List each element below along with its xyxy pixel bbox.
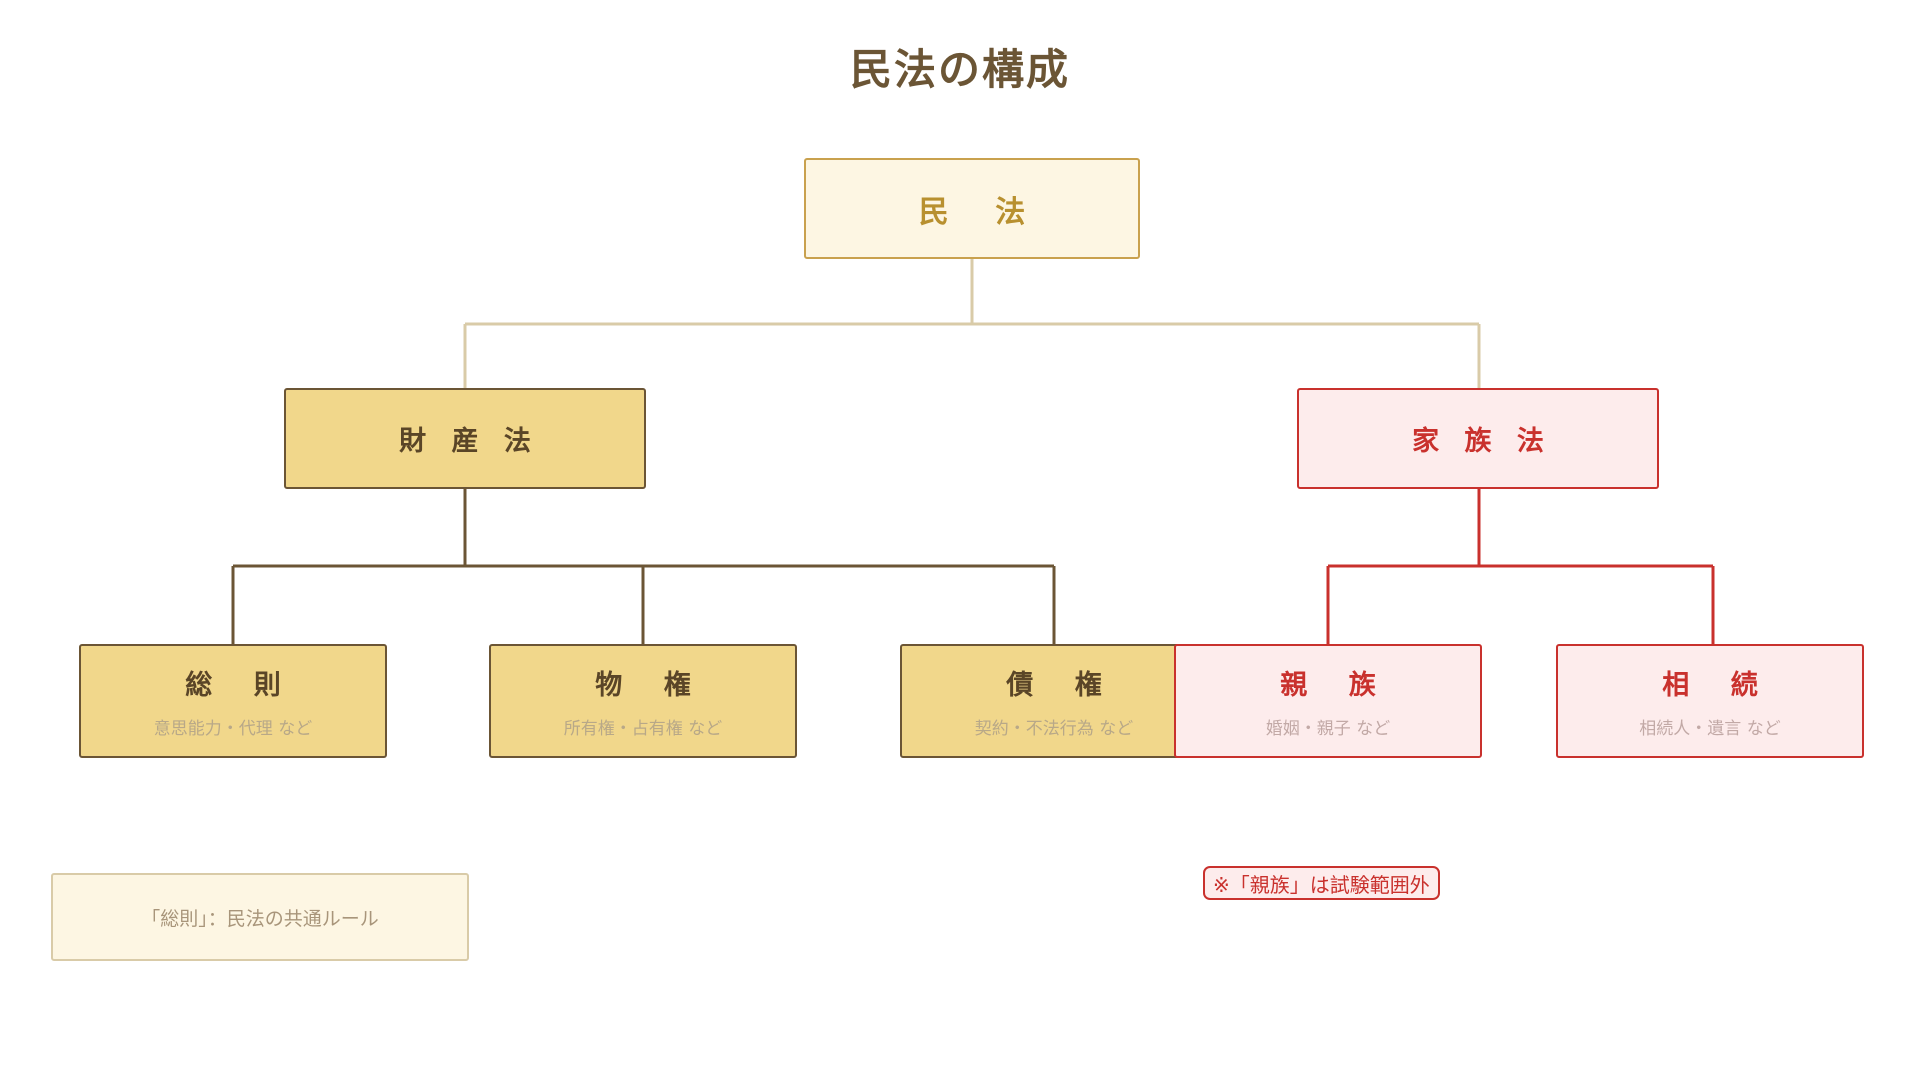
node-inheritance: 相 続 相続人・遺言 など bbox=[1556, 644, 1864, 758]
node-sublabel: 所有権・占有権 など bbox=[563, 719, 723, 739]
node-label: 家 族 法 bbox=[1412, 426, 1552, 457]
node-label: 相 続 bbox=[1662, 670, 1774, 701]
node-relatives: 親 族 婚姻・親子 など bbox=[1174, 644, 1482, 758]
node-real-rights: 物 権 所有権・占有権 など bbox=[489, 644, 797, 758]
node-obligations: 債 権 契約・不法行為 など bbox=[900, 644, 1208, 758]
page-title: 民法の構成 bbox=[849, 45, 1070, 94]
node-label: 物 権 bbox=[595, 670, 707, 701]
property-connector bbox=[231, 489, 1056, 644]
node-civil-code: 民 法 bbox=[804, 158, 1140, 259]
node-label: 総 則 bbox=[185, 670, 297, 701]
node-sublabel: 婚姻・親子 など bbox=[1265, 719, 1391, 739]
node-sublabel: 相続人・遺言 など bbox=[1639, 719, 1781, 739]
node-property-law: 財 産 法 bbox=[284, 388, 646, 489]
node-sublabel: 意思能力・代理 など bbox=[153, 719, 313, 739]
node-general-provisions: 総 則 意思能力・代理 など bbox=[79, 644, 387, 758]
family-connector bbox=[1326, 489, 1715, 644]
general-provisions-note: 「総則」：民法の共通ルール bbox=[51, 873, 469, 961]
node-label: 民 法 bbox=[918, 194, 1044, 230]
node-sublabel: 契約・不法行為 など bbox=[974, 719, 1134, 739]
exclusion-note: ※「親族」は試験範囲外 bbox=[1203, 866, 1440, 900]
node-label: 親 族 bbox=[1280, 670, 1392, 701]
node-family-law: 家 族 法 bbox=[1297, 388, 1659, 489]
root-connector bbox=[463, 259, 1481, 388]
node-label: 財 産 法 bbox=[399, 426, 539, 457]
node-label: 債 権 bbox=[1006, 670, 1118, 701]
